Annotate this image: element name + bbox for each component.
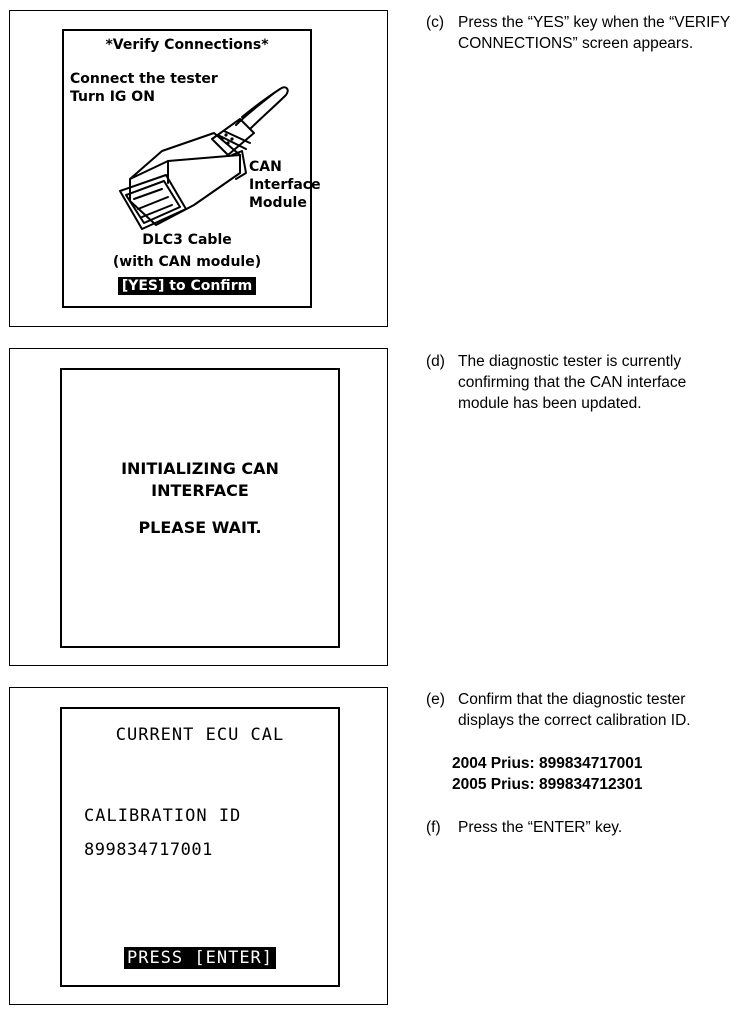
cable-sublabel: (with CAN module) bbox=[112, 254, 262, 270]
step-e-letter: (e) bbox=[426, 691, 445, 708]
init-line-1: INITIALIZING CAN bbox=[121, 459, 279, 478]
please-wait-text: PLEASE WAIT. bbox=[138, 518, 262, 537]
verify-connections-figure: *Verify Connections* Connect the tester … bbox=[9, 10, 388, 327]
module-label-module: Module bbox=[249, 195, 307, 211]
instruction-ig-on: Turn IG ON bbox=[70, 89, 155, 105]
step-c-letter: (c) bbox=[426, 14, 445, 31]
screen-title: CURRENT ECU CAL bbox=[115, 725, 285, 745]
init-line-2: INTERFACE bbox=[151, 481, 249, 500]
module-label-can: CAN bbox=[249, 159, 282, 175]
step-e: (e) Confirm that the diagnostic tester d… bbox=[426, 689, 745, 731]
calibration-id-label: CALIBRATION ID bbox=[84, 806, 242, 826]
instruction-connect: Connect the tester bbox=[70, 71, 218, 87]
calibration-id-value: 899834717001 bbox=[84, 840, 213, 860]
cable-label: DLC3 Cable bbox=[142, 232, 232, 248]
initializing-figure: INITIALIZING CAN INTERFACE PLEASE WAIT. bbox=[9, 348, 388, 666]
tester-screen: CURRENT ECU CAL CALIBRATION ID 899834717… bbox=[60, 707, 340, 987]
step-f: (f) Press the “ENTER” key. bbox=[426, 817, 745, 838]
step-f-text: Press the “ENTER” key. bbox=[458, 819, 623, 836]
yes-confirm-button: [YES] to Confirm bbox=[117, 277, 257, 295]
tester-screen: INITIALIZING CAN INTERFACE PLEASE WAIT. bbox=[60, 368, 340, 648]
dlc3-cable-illustration bbox=[119, 86, 289, 230]
calibration-id-2005: 2005 Prius: 899834712301 bbox=[452, 776, 643, 793]
tester-screen: *Verify Connections* Connect the tester … bbox=[62, 29, 321, 308]
screen-title: *Verify Connections* bbox=[105, 37, 269, 53]
step-c-text: Press the “YES” key when the “VERIFY CON… bbox=[458, 14, 730, 52]
step-f-letter: (f) bbox=[426, 819, 441, 836]
press-enter-button: PRESS [ENTER] bbox=[123, 947, 277, 969]
calibration-figure: CURRENT ECU CAL CALIBRATION ID 899834717… bbox=[9, 687, 388, 1005]
calibration-id-2004: 2004 Prius: 899834717001 bbox=[452, 755, 643, 772]
module-label-interface: Interface bbox=[249, 177, 321, 193]
step-d-letter: (d) bbox=[426, 353, 445, 370]
step-d: (d) The diagnostic tester is currently c… bbox=[426, 351, 745, 414]
step-e-text: Confirm that the diagnostic tester displ… bbox=[458, 691, 691, 729]
step-c: (c) Press the “YES” key when the “VERIFY… bbox=[426, 12, 745, 54]
step-d-text: The diagnostic tester is currently confi… bbox=[458, 353, 687, 412]
